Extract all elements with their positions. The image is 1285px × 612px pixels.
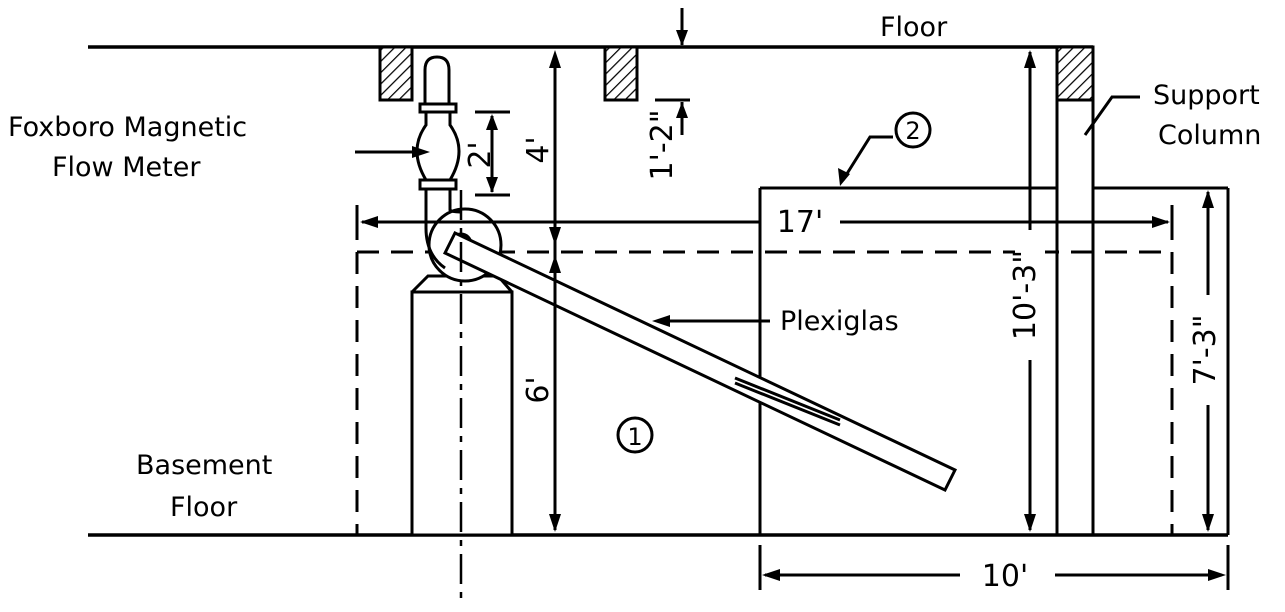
- dim-pipe-to-basement: 6': [521, 376, 556, 403]
- tank-2-callout: 2: [838, 111, 932, 186]
- plexiglas-pipe: [442, 231, 958, 492]
- svg-text:1: 1: [627, 423, 642, 451]
- support-column-leader: [1083, 95, 1140, 136]
- dim-tank2-width: [758, 545, 1230, 590]
- dim-meter-height-text: 2': [463, 141, 498, 168]
- basement-floor-label-1: Basement: [136, 450, 272, 481]
- flow-meter-label-2: Flow Meter: [52, 152, 201, 183]
- dim-meter-height: [475, 110, 510, 197]
- flow-meter: [415, 55, 461, 270]
- flow-meter-label-1: Foxboro Magnetic: [8, 112, 247, 143]
- dim-vertical-4-6: [549, 50, 561, 532]
- dim-overall-width: [355, 205, 1174, 240]
- pump-pedestal: [410, 274, 514, 537]
- dim-beam-depth-text: 1'-2": [645, 109, 680, 180]
- svg-text:2: 2: [905, 117, 920, 145]
- plexiglas-label: Plexiglas: [780, 306, 899, 337]
- dim-floor-to-pipe: 4': [521, 136, 556, 163]
- beam-middle: [603, 45, 639, 102]
- tank-1-callout: 1: [616, 416, 654, 454]
- tank-2: [758, 186, 1230, 535]
- tank-1-dashed: [355, 250, 1174, 535]
- support-column-label-1: Support: [1153, 80, 1260, 111]
- support-column-label-2: Column: [1158, 120, 1261, 151]
- dim-tank2-height-text: 7'-3": [1188, 314, 1223, 385]
- support-column: [1055, 47, 1095, 535]
- beam-left: [378, 45, 414, 102]
- floor-label: Floor: [880, 12, 948, 43]
- dim-beam-depth: [655, 8, 690, 135]
- basement-floor-label-2: Floor: [170, 492, 238, 523]
- dim-tank2-width-text: 10': [982, 559, 1028, 594]
- dim-floor-to-basement-text: 10'-3": [1008, 250, 1043, 340]
- beam-right: [1055, 45, 1095, 102]
- dim-overall-width-text: 17': [777, 205, 823, 240]
